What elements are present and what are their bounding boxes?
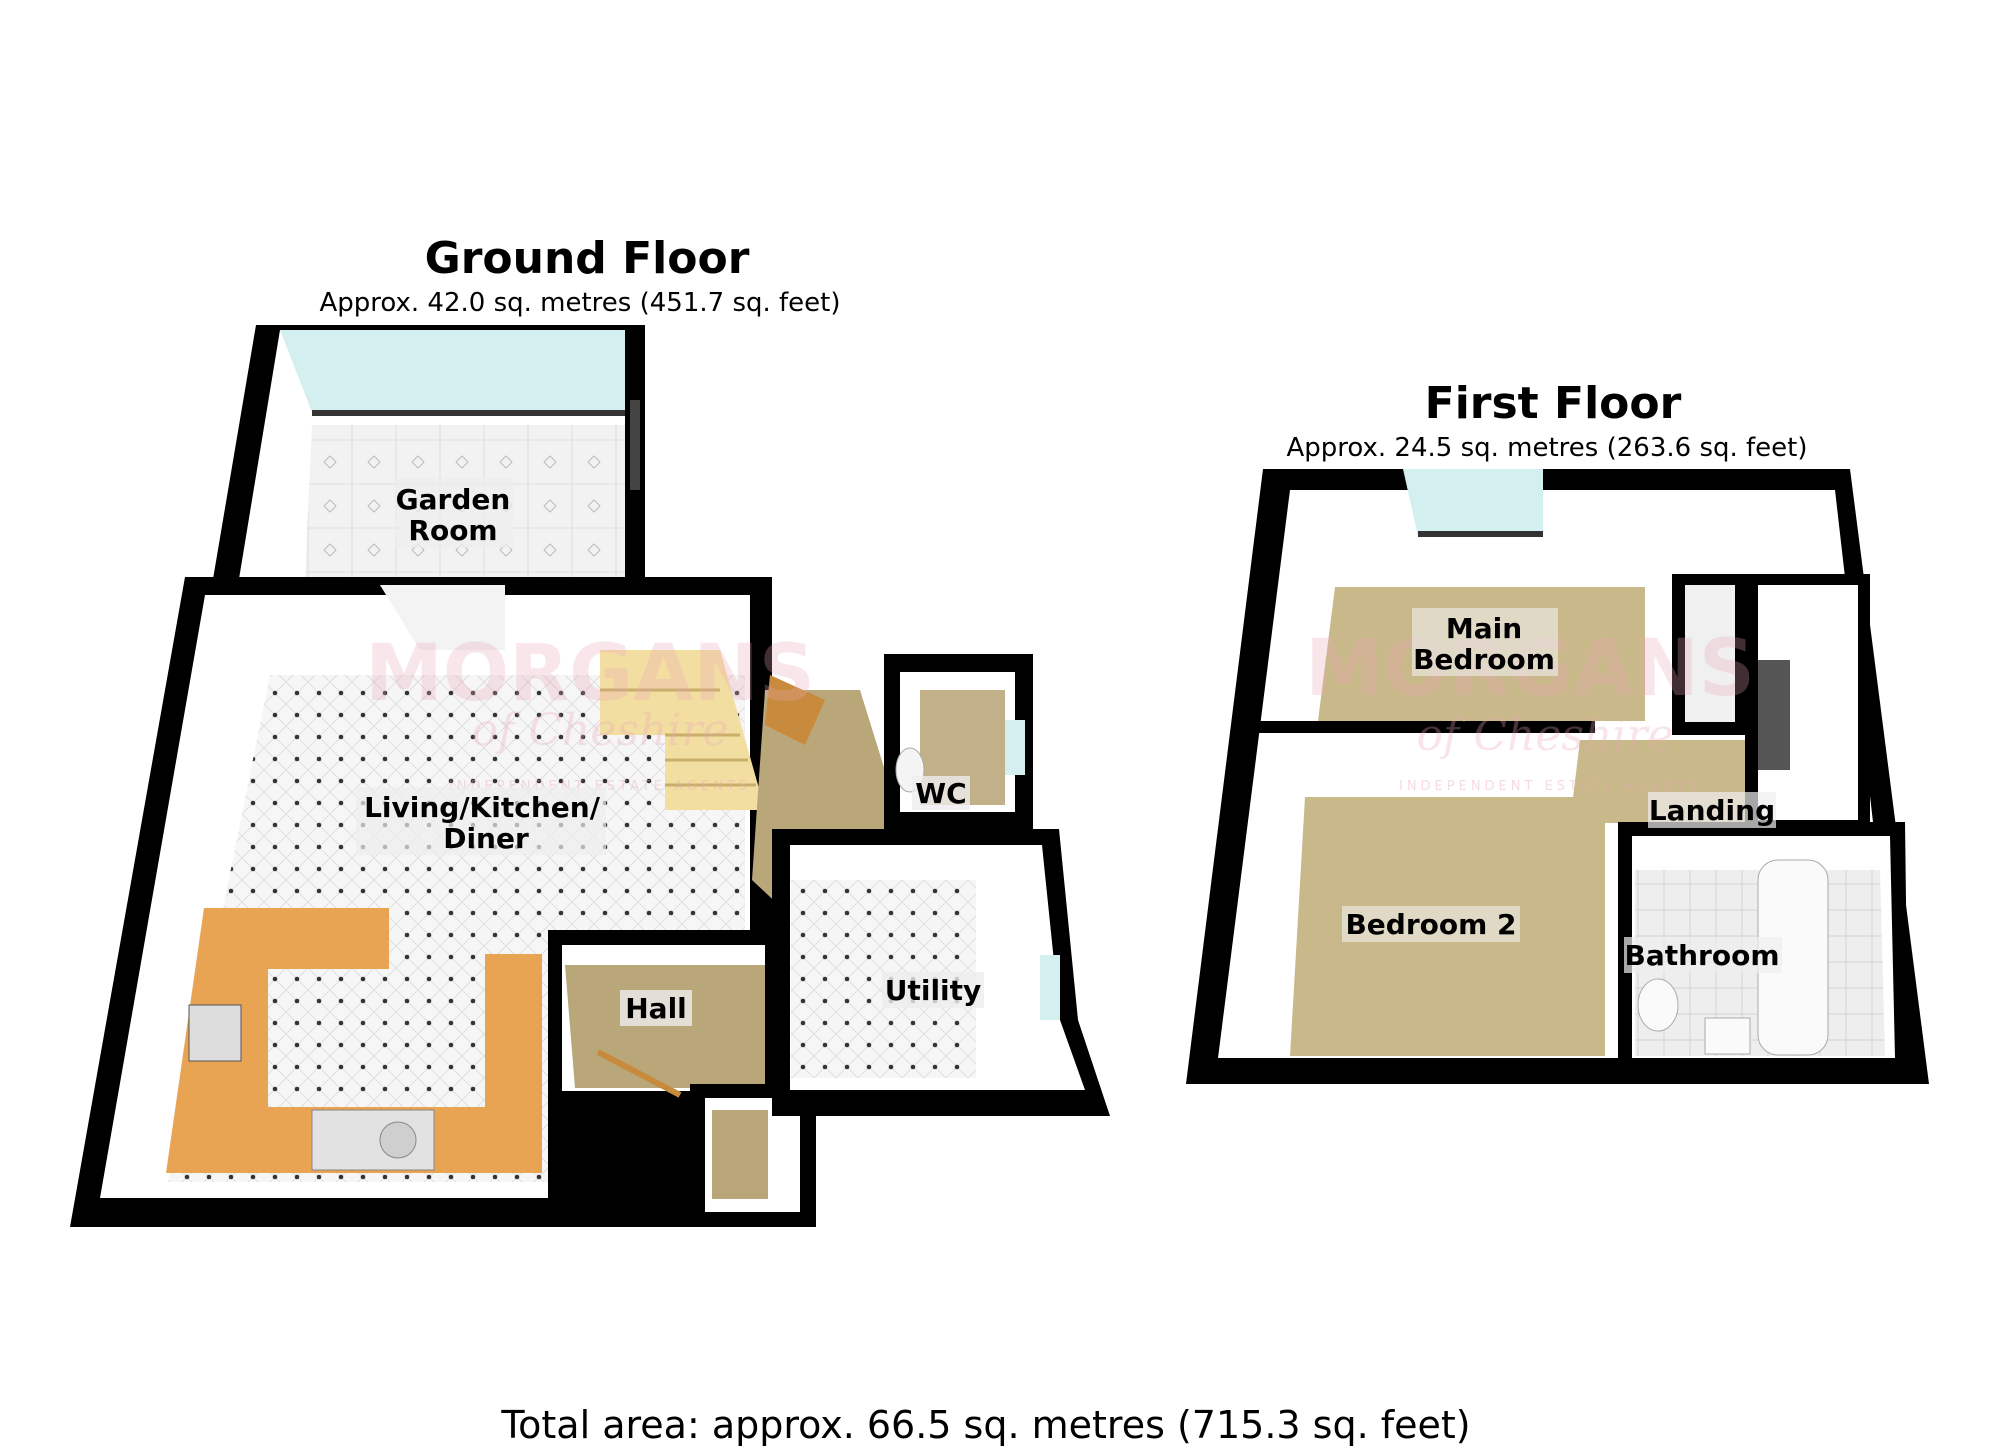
room-label-main-bedroom: Main <box>1446 612 1522 645</box>
room-label-living-2: Diner <box>443 822 529 855</box>
front-door <box>765 675 825 745</box>
svg-text:of Cheshire: of Cheshire <box>472 705 729 756</box>
room-label-utility: Utility <box>885 974 982 1007</box>
ground-floor-title: Ground Floor <box>425 233 750 284</box>
svg-text:of Cheshire: of Cheshire <box>1417 710 1674 761</box>
room-label-living: Living/Kitchen/ <box>364 791 601 824</box>
room-label-bedroom-2: Bedroom 2 <box>1345 908 1516 941</box>
room-label-bathroom: Bathroom <box>1624 939 1779 972</box>
ground-floor: Ground Floor Approx. 42.0 sq. metres (45… <box>70 233 1110 1227</box>
room-label-wc: WC <box>915 777 966 810</box>
first-floor-title: First Floor <box>1425 378 1682 429</box>
hob <box>188 1004 242 1062</box>
room-label-landing: Landing <box>1649 794 1775 827</box>
watermark-logo: MORGANS of Cheshire INDEPENDENT ESTATE A… <box>365 629 815 794</box>
kitchen-counter <box>166 908 542 1173</box>
room-label-garden-room-2: Room <box>408 514 497 547</box>
room-label-garden-room: Garden <box>396 483 511 516</box>
first-floor: First Floor Approx. 24.5 sq. metres (263… <box>1186 378 1929 1084</box>
staircase <box>600 650 765 810</box>
total-area: Total area: approx. 66.5 sq. metres (715… <box>500 1403 1470 1447</box>
ground-floor-area: Approx. 42.0 sq. metres (451.7 sq. feet) <box>319 288 840 318</box>
svg-text:MORGANS: MORGANS <box>365 629 815 719</box>
svg-text:INDEPENDENT ESTATE AGENTS: INDEPENDENT ESTATE AGENTS <box>1399 779 1701 794</box>
living-kitchen-diner <box>70 577 772 1227</box>
room-label-hall: Hall <box>625 992 687 1025</box>
first-floor-area: Approx. 24.5 sq. metres (263.6 sq. feet) <box>1286 433 1807 463</box>
utility-room <box>772 829 1110 1116</box>
room-label-main-bedroom-2: Bedroom <box>1413 643 1555 676</box>
